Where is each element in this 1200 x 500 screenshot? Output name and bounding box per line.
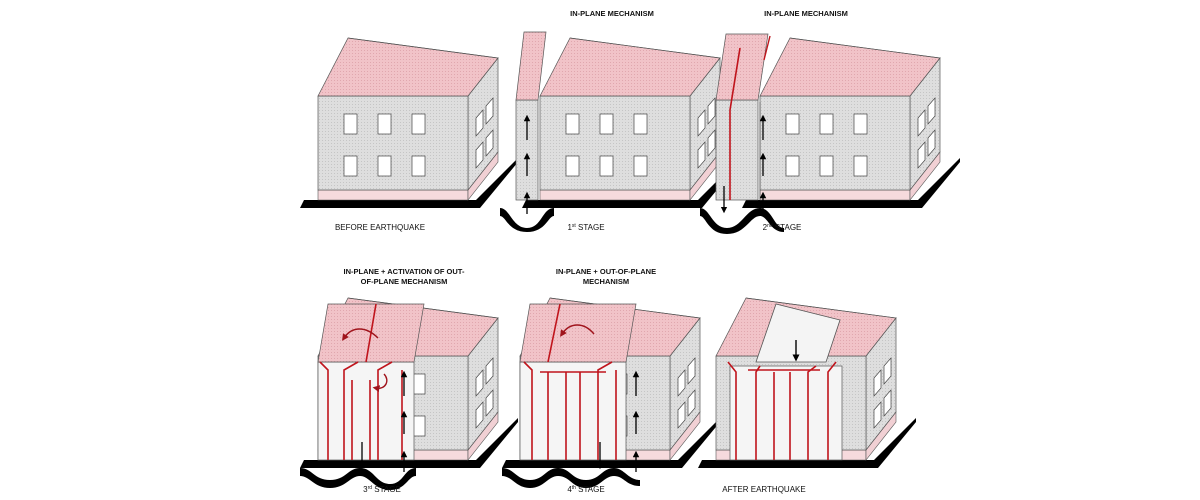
panel-1st-stage <box>500 31 741 232</box>
panel-after-earthquake <box>697 297 917 469</box>
panel-3rd-stage <box>299 297 519 490</box>
panel-before-earthquake <box>299 37 519 209</box>
caption-4th-stage: 4th STAGE <box>567 485 604 494</box>
heading-panel-4-line-2: OF-PLANE MECHANISM <box>361 277 448 286</box>
caption-2nd-stage: 2nd STAGE <box>763 223 802 232</box>
heading-panel-4-line-1: IN-PLANE + ACTIVATION OF OUT- <box>344 267 465 276</box>
heading-panel-5-line-2: MECHANISM <box>583 277 629 286</box>
caption-3rd-stage: 3rd STAGE <box>363 485 401 494</box>
panel-2nd-stage <box>700 33 961 234</box>
panel-4th-stage <box>501 297 721 488</box>
heading-panel-5-line-1: IN-PLANE + OUT-OF-PLANE <box>556 267 656 276</box>
caption-1st-stage: 1st STAGE <box>567 223 604 232</box>
caption-after-earthquake: AFTER EARTHQUAKE <box>722 485 805 494</box>
caption-before-earthquake: BEFORE EARTHQUAKE <box>335 223 425 232</box>
heading-panel-2: IN-PLANE MECHANISM <box>570 9 654 18</box>
heading-panel-3: IN-PLANE MECHANISM <box>764 9 848 18</box>
